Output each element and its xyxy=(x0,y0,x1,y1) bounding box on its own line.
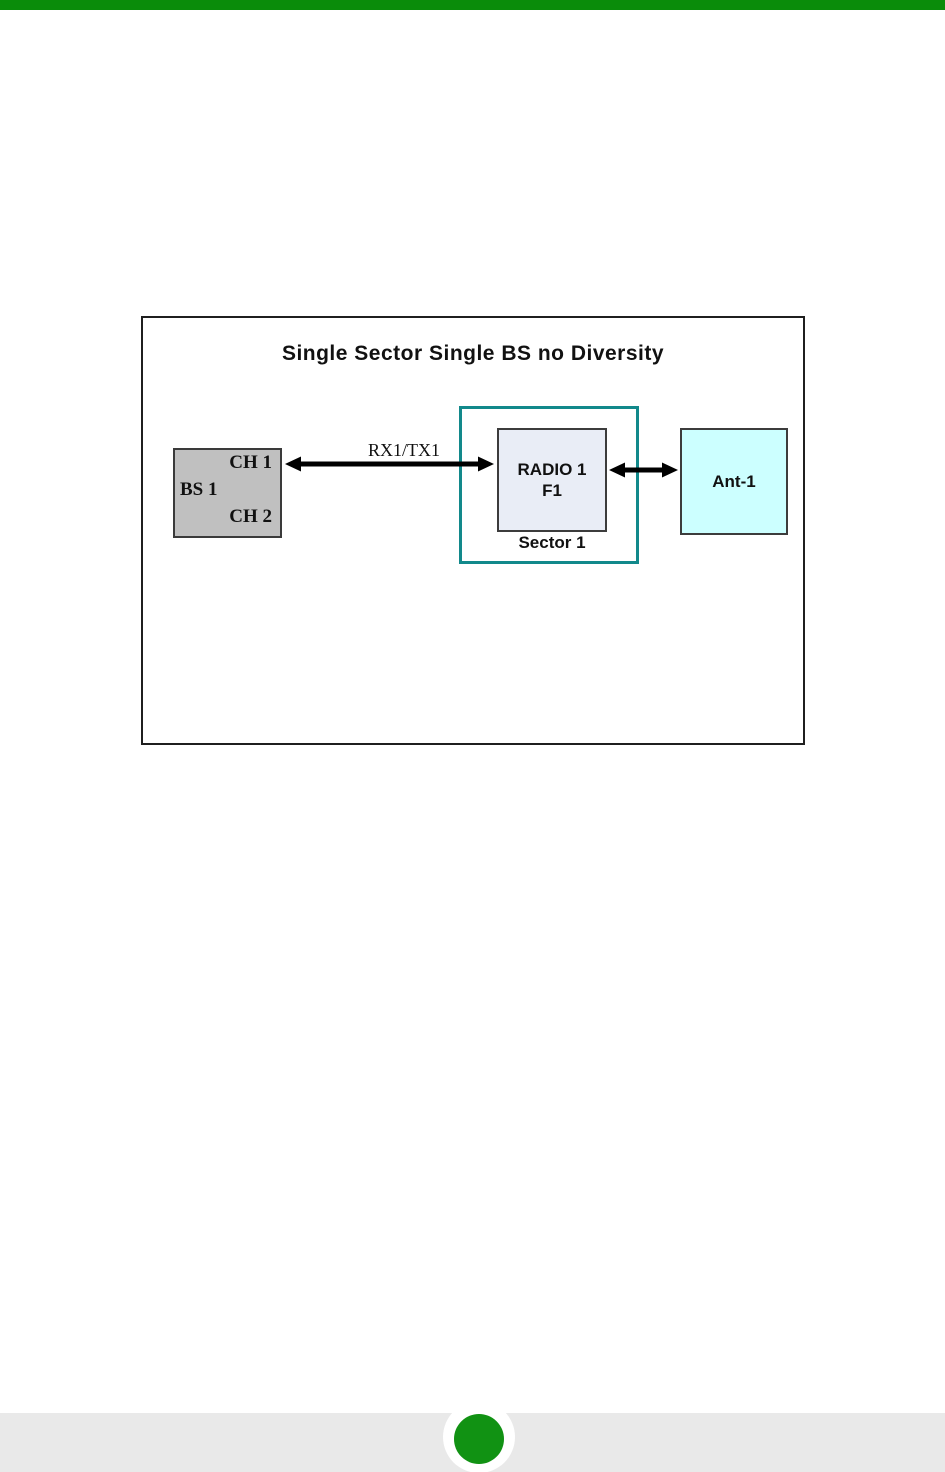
arrowhead-right-icon xyxy=(662,462,678,478)
radio-name-label: RADIO 1 xyxy=(517,459,587,479)
antenna-box: Ant-1 xyxy=(680,428,788,535)
page-indicator-dot xyxy=(454,1414,504,1464)
base-station-label: BS 1 xyxy=(180,479,218,500)
base-station-box: CH 1 BS 1 CH 2 xyxy=(173,448,282,538)
radio-frequency-label: F1 xyxy=(542,481,562,500)
sector-label: Sector 1 xyxy=(518,533,586,552)
rx-tx-link-label: RX1/TX1 xyxy=(368,440,440,460)
arrowhead-left-icon xyxy=(285,456,301,472)
diagram-title: Single Sector Single BS no Diversity xyxy=(281,342,665,365)
base-station-channel-2-label: CH 2 xyxy=(229,506,272,527)
top-accent-bar xyxy=(0,0,945,10)
diagram-frame: Single Sector Single BS no Diversity CH … xyxy=(141,316,805,745)
base-station-channel-1-label: CH 1 xyxy=(229,452,272,473)
antenna-label: Ant-1 xyxy=(712,471,756,491)
radio-box: RADIO 1 F1 xyxy=(497,428,607,532)
